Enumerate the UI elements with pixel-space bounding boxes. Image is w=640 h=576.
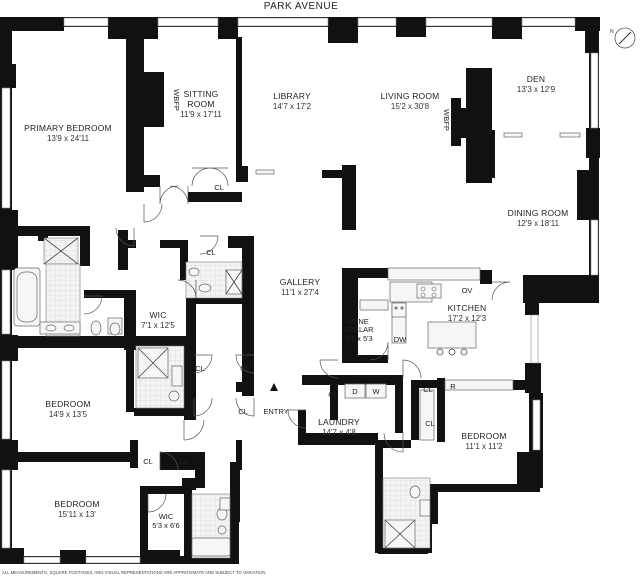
street-label: PARK AVENUE	[264, 1, 339, 12]
disclaimer: ALL MEASUREMENTS, SQUARE FOOTAGES, AND V…	[2, 570, 266, 575]
living-room-name: LIVING ROOM	[381, 91, 440, 101]
bedroom-1-name: BEDROOM	[45, 399, 90, 409]
bedroom-3-name: BEDROOM	[461, 431, 506, 441]
library-name: LIBRARY	[273, 91, 311, 101]
wbfp-label-living: WBFP	[442, 109, 451, 131]
wic-main-dim: 7'1 x 12'5	[141, 321, 175, 330]
entry-label: ENTRY	[263, 407, 288, 416]
gallery-dim: 11'1 x 27'4	[281, 288, 319, 297]
gallery-name: GALLERY	[280, 277, 321, 287]
sitting-room-name-2: ROOM	[187, 99, 214, 109]
closet-label: CL	[425, 419, 435, 428]
closet-label: CL	[240, 364, 250, 373]
closet-label: CL	[328, 390, 338, 399]
laundry-name: LAUNDRY	[318, 417, 360, 427]
dining-room-dim: 12'9 x 18'11	[517, 219, 560, 228]
bedroom-2-name: BEDROOM	[54, 499, 99, 509]
dishwasher-label: DW	[394, 335, 407, 344]
den-dim: 13'3 x 12'9	[517, 85, 556, 94]
closet-label: CL	[179, 457, 189, 466]
dryer-label: D	[352, 387, 358, 396]
library-dim: 14'7 x 17'2	[273, 102, 312, 111]
sitting-room-name: SITTING	[184, 89, 219, 99]
wbfp-label-sitting: WBFP	[172, 89, 181, 111]
closet-label: CL	[238, 407, 248, 416]
washer-label: W	[372, 387, 380, 396]
entry-arrow-icon	[270, 383, 278, 391]
living-room-dim: 15'2 x 30'8	[391, 102, 430, 111]
bedroom-2-dim: 15'11 x 13'	[58, 510, 96, 519]
wic-main-name: WIC	[149, 310, 166, 320]
closet-label: CL	[214, 183, 224, 192]
room-labels: PRIMARY BEDROOM 13'9 x 24'11 SITTING ROO…	[24, 74, 568, 530]
den-name: DEN	[527, 74, 546, 84]
primary-bedroom-dim: 13'9 x 24'11	[47, 134, 90, 143]
closet-label: CL	[423, 385, 433, 394]
primary-bedroom-name: PRIMARY BEDROOM	[24, 123, 112, 133]
wine-cellar-name-2: CELLAR	[344, 325, 374, 334]
laundry-dim: 14'7 x 4'8	[322, 428, 356, 437]
wic-small-dim: 5'3 x 6'6	[152, 521, 179, 530]
dining-room-name: DINING ROOM	[508, 208, 569, 218]
refrigerator-label: R	[450, 382, 456, 391]
wine-cellar-name: WINE	[349, 317, 369, 326]
wic-small-name: WIC	[159, 512, 174, 521]
bedroom-3-dim: 11'1 x 11'2	[465, 442, 503, 451]
fixtures	[13, 132, 581, 559]
doors	[83, 167, 511, 513]
kitchen-name: KITCHEN	[448, 303, 487, 313]
closet-label: CL	[195, 364, 205, 373]
wine-cellar-dim: 4'8 x 5'3	[345, 334, 372, 343]
kitchen-dim: 17'2 x 12'3	[448, 314, 487, 323]
closet-label: CL	[143, 457, 153, 466]
svg-text:N: N	[610, 29, 614, 35]
closet-label: CL	[206, 248, 216, 257]
bedroom-1-dim: 14'9 x 13'5	[49, 410, 88, 419]
oven-label: OV	[462, 286, 473, 295]
sitting-room-dim: 11'9 x 17'11	[180, 110, 222, 119]
windows	[1, 17, 599, 564]
compass-icon: N	[610, 27, 636, 49]
